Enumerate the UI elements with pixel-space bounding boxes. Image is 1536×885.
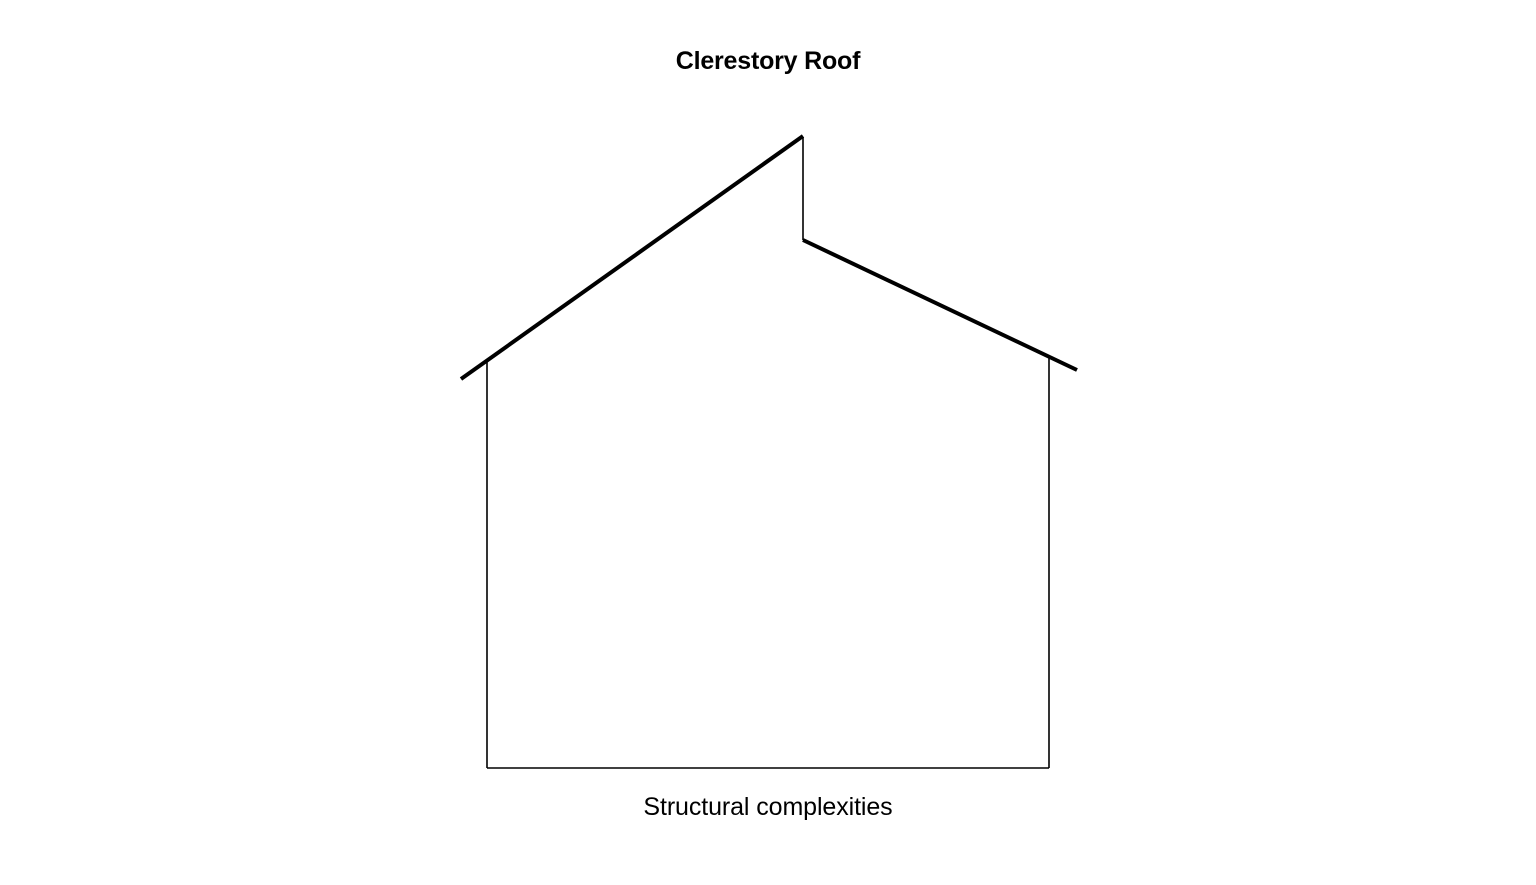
- diagram-title: Clerestory Roof: [675, 47, 861, 75]
- right-roof-slope: [802, 238, 1078, 372]
- left-roof-slope: [459, 134, 805, 381]
- diagram-caption: Structural complexities: [643, 793, 893, 821]
